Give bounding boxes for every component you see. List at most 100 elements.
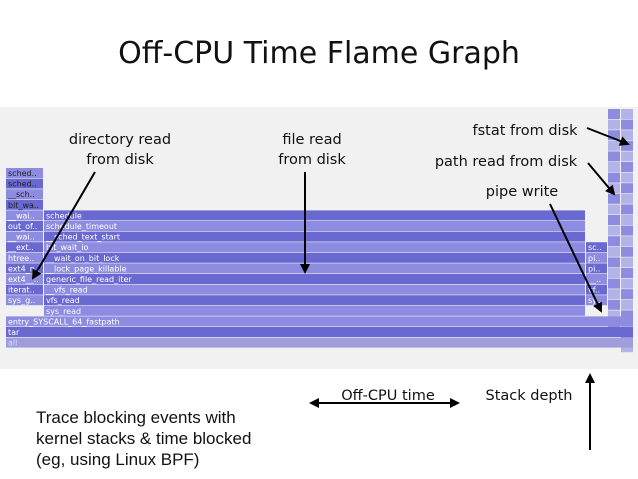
frame-main-3 [44,242,585,253]
frame-right-label-3: __.. [587,275,601,284]
arrow-fstat [586,127,630,146]
frame-right-2 [586,263,607,274]
frame-base-label-2: all [8,339,17,348]
frame-left-7 [6,242,43,253]
annotation-directory-read-line2: from disk [86,152,154,168]
frame-edge-a-17 [608,289,620,300]
frame-left-label-3: bit_wa.. [8,201,39,210]
frame-edge-a-8 [608,193,620,204]
frame-main-label-0: schedule [46,211,82,220]
frame-main-label-8: vfs_read [46,296,80,305]
frame-edge-b-16 [621,278,633,289]
frame-base-1 [6,327,633,337]
frame-right-3 [586,274,607,284]
caption-line2: kernel stacks & time blocked [36,429,252,448]
frame-right-label-1: pi.. [588,254,600,263]
frame-main-label-4: __wait_on_bit_lock [45,254,120,263]
frame-main-label-3: bit_wait_io [46,243,88,252]
frame-edge-a-11 [608,225,620,236]
x-axis-label: Off-CPU time [341,388,435,404]
frame-edge-b-15 [621,268,633,278]
annotation-file-read: file read from disk [262,130,362,170]
frame-right-label-5: sy.. [588,296,601,305]
frame-edge-a-0 [608,109,620,119]
frame-left-5 [6,221,43,231]
frame-edge-a-15 [608,268,620,278]
frame-left-4 [6,210,43,221]
frame-left-label-4: __wai.. [7,211,35,220]
frame-left-1 [6,178,43,189]
frame-left-0 [6,168,43,178]
annotation-fstat: fstat from disk [472,123,578,139]
frame-edge-a-19 [608,310,620,321]
arrow-directory-read [31,171,96,280]
frame-main-8 [44,295,585,306]
frame-edge-a-18 [608,299,620,310]
frame-edge-b-9 [621,204,633,215]
frame-right-4 [586,284,607,295]
arrow-pipe-write [549,203,603,313]
frame-edge-a-9 [608,204,620,215]
frame-edge-b-3 [621,140,633,151]
frame-left-2 [6,189,43,200]
frame-left-10 [6,274,43,284]
frame-main-label-7: __vfs_read [45,286,88,295]
annotation-file-read-line2: from disk [278,152,346,168]
frame-edge-b-6 [621,172,633,183]
frame-edge-b-13 [621,246,633,257]
frame-right-1 [586,252,607,263]
frame-left-9 [6,263,43,274]
frame-edge-a-12 [608,236,620,247]
frame-main-label-1: schedule_timeout [46,222,117,231]
frame-left-label-8: htree.. [8,254,34,263]
y-axis-label: Stack depth [485,388,573,404]
frame-edge-b-7 [621,183,633,194]
annotation-path-read: path read from disk [434,154,578,170]
frame-main-4 [44,252,585,263]
frame-edge-a-5 [608,162,620,172]
frame-left-label-5: out_of.. [8,222,37,231]
frame-left-label-0: sched.. [8,169,37,178]
frame-edge-b-11 [621,225,633,236]
annotation-pipe-write: pipe write [485,184,559,200]
frame-left-11 [6,284,43,295]
frame-main-0 [44,210,585,221]
frame-edge-b-19 [621,310,633,321]
frame-edge-b-10 [621,215,633,225]
caption-line1: Trace blocking events with [36,408,236,427]
frame-edge-b-4 [621,151,633,162]
frame-main-6 [44,274,585,284]
frame-left-label-11: iterat.. [8,286,35,295]
frame-edge-a-16 [608,278,620,289]
frame-edge-b-17 [621,289,633,300]
frame-main-1 [44,221,585,231]
frame-left-3 [6,199,43,210]
frame-base-0 [6,316,633,327]
slide-title: Off-CPU Time Flame Graph [118,36,520,71]
frame-left-12 [6,295,43,306]
frame-edge-a-14 [608,257,620,268]
frame-main-label-9: sys_read [46,307,81,316]
annotation-directory-read-line1: directory read [68,132,172,148]
frame-edge-b-1 [621,119,633,130]
caption: Trace blocking events with kernel stacks… [36,407,251,470]
frame-left-6 [6,231,43,242]
frame-left-8 [6,252,43,263]
frame-edge-b-12 [621,236,633,247]
frame-edge-b-14 [621,257,633,268]
frame-base-2 [6,337,633,348]
frame-left-label-12: sys_g.. [8,296,35,305]
frame-main-2 [44,231,585,242]
frame-edge-b-8 [621,193,633,204]
frame-main-label-5: __lock_page_killable [45,264,127,273]
frame-edge-a-6 [608,172,620,183]
frame-right-label-4: vf.. [588,286,600,295]
frame-left-label-9: ext4_n.. [8,264,40,273]
frame-left-label-1: sched.. [8,180,37,189]
frame-main-7 [44,284,585,295]
frame-edge-b-18 [621,299,633,310]
frame-left-label-10: ext4__.. [8,275,39,284]
frame-main-label-2: __sched_text_start [45,233,120,242]
frame-edge-b-5 [621,162,633,172]
